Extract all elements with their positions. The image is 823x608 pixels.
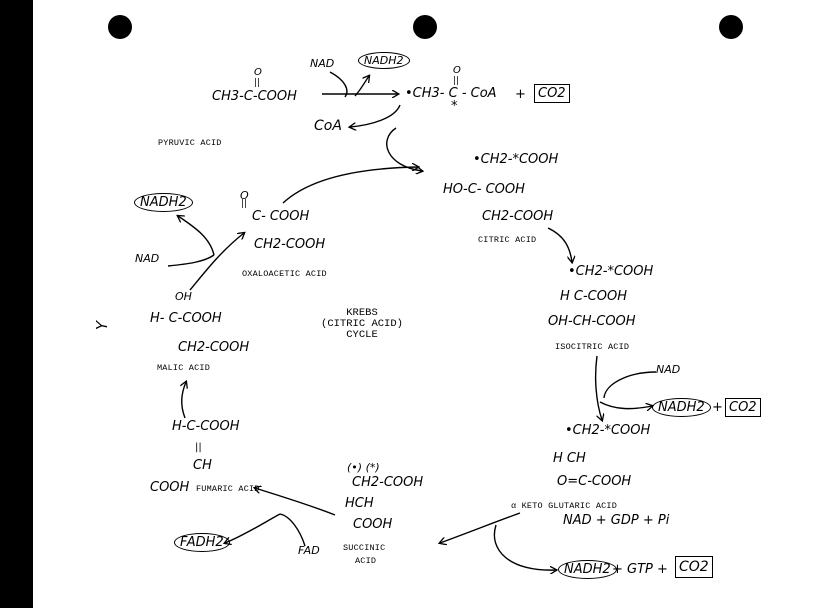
punch-hole-left: [108, 15, 132, 39]
arrow-nadh2-out: [354, 76, 369, 97]
paper-sheet: [33, 0, 808, 608]
arrow-fumaric-to-malic: [182, 382, 186, 419]
citric-acid-label: CITRIC ACID: [478, 235, 537, 245]
akg-line-2: H CH: [553, 451, 586, 466]
isocitric-co2-box: CO2: [725, 398, 761, 417]
arrow-to-citric: [386, 127, 422, 171]
isocitric-acid-label: ISOCITRIC ACID: [555, 342, 630, 352]
co2-box: CO2: [534, 84, 570, 103]
malic-nad-label: NAD: [135, 252, 160, 265]
arrow-nad-in: [329, 71, 348, 98]
akg-gtp: + GTP +: [612, 562, 668, 577]
acetyl-carbonyl-o: O: [453, 65, 461, 76]
arrow-oaa-to-citric: [282, 167, 418, 204]
fad-label: FAD: [298, 544, 320, 557]
oxaloacetic-acid-label: OXALOACETIC ACID: [242, 269, 327, 279]
arrow-citric-to-isocitric: [547, 227, 572, 262]
succinic-marks: (•) (*): [347, 461, 380, 474]
plus-sign: +: [515, 87, 526, 102]
malic-acid-label: MALIC ACID: [157, 363, 211, 373]
coa-label: CoA: [314, 118, 342, 134]
cycle-title-line-2: (CITRIC ACID): [321, 318, 403, 331]
malic-nadh2-oval: NADH2: [134, 193, 193, 212]
isocitric-plus: +: [712, 400, 723, 415]
right-edge-strip: [808, 0, 823, 608]
malic-line-1: OH: [175, 290, 192, 303]
nadh2-oval: NADH2: [358, 52, 410, 69]
akg-inputs: NAD + GDP + Pi: [563, 513, 670, 528]
arrow-malic-nad: [167, 254, 215, 267]
pyruvate-carbonyl-bond: ||: [254, 78, 261, 88]
succinic-line-2: HCH: [345, 496, 374, 511]
arrow-isocitric-nad: [603, 371, 657, 399]
isocitric-nadh2-oval: NADH2: [652, 398, 711, 417]
isocitric-nad-label: NAD: [656, 363, 681, 376]
citric-line-1: •CH2-*COOH: [473, 152, 559, 167]
citric-line-3: CH2-COOH: [482, 209, 554, 224]
isocitric-line-3: OH-CH-COOH: [548, 314, 636, 329]
arrow-fad-in: [279, 513, 306, 547]
oaa-line-3: C- COOH: [252, 209, 310, 224]
cycle-title-line-1: KREBS: [346, 307, 378, 319]
acetyl-carbonyl-bond: ||: [453, 76, 460, 86]
pyruvate-carbonyl-o: O: [254, 67, 262, 78]
akg-line-1: •CH2-*COOH: [565, 423, 651, 438]
cycle-title: KREBS (CITRIC ACID) CYCLE: [316, 307, 408, 342]
acetyl-coa-formula: •CH3- C - CoA: [405, 86, 497, 101]
fumaric-line-1: H-C-COOH: [172, 419, 240, 434]
oaa-line-2: ||: [241, 199, 248, 209]
akg-label: α KETO GLUTARIC ACID: [511, 501, 618, 511]
arrow-isocitric-to-akg: [594, 355, 602, 420]
succinic-line-3: COOH: [353, 517, 393, 532]
succinic-line-1: CH2-COOH: [352, 475, 424, 490]
arrow-succinic-to-fumaric: [255, 488, 336, 516]
arrow-fadh2-out: [225, 513, 281, 543]
oaa-line-1: O: [240, 189, 249, 202]
nad-label: NAD: [310, 57, 335, 70]
oaa-line-4: CH2-COOH: [254, 237, 326, 252]
succinic-label-1: SUCCINIC: [343, 543, 386, 553]
arrow-coa-release: [350, 104, 401, 127]
akg-co2-box: CO2: [675, 556, 713, 578]
acetyl-star-mark: *: [451, 99, 458, 114]
pyruvate-formula: CH3-C-COOH: [212, 89, 297, 104]
fumaric-line-4: COOH: [150, 480, 190, 495]
isocitric-line-1: •CH2-*COOH: [568, 264, 654, 279]
arrow-malic-to-oaa: [189, 233, 244, 291]
malic-line-3: CH2-COOH: [178, 340, 250, 355]
punch-hole-center: [413, 15, 437, 39]
pyruvic-acid-label: PYRUVIC ACID: [158, 138, 222, 148]
akg-nadh2-oval: NADH2: [558, 560, 617, 579]
succinic-label-2: ACID: [355, 556, 377, 566]
fumaric-line-2: ||: [195, 442, 202, 453]
fumaric-acid-label: FUMARIC ACID: [196, 484, 260, 494]
isocitric-line-2: H C-COOH: [560, 289, 627, 304]
akg-line-3: O=C-COOH: [557, 474, 632, 489]
arrow-akg-nadh2: [493, 524, 556, 570]
arrow-malic-nadh2: [178, 216, 215, 256]
cycle-title-line-3: CYCLE: [346, 329, 378, 342]
fumaric-line-3: CH: [193, 458, 212, 473]
arrow-akg-to-succinic: [440, 512, 521, 543]
margin-mark: Y: [93, 320, 112, 331]
punch-hole-right: [719, 15, 743, 39]
malic-line-2: H- C-COOH: [150, 311, 222, 326]
fadh2-oval: FADH2: [174, 533, 230, 552]
citric-line-2: HO-C- COOH: [443, 182, 525, 197]
arrow-isocitric-nadh2: [599, 401, 652, 409]
